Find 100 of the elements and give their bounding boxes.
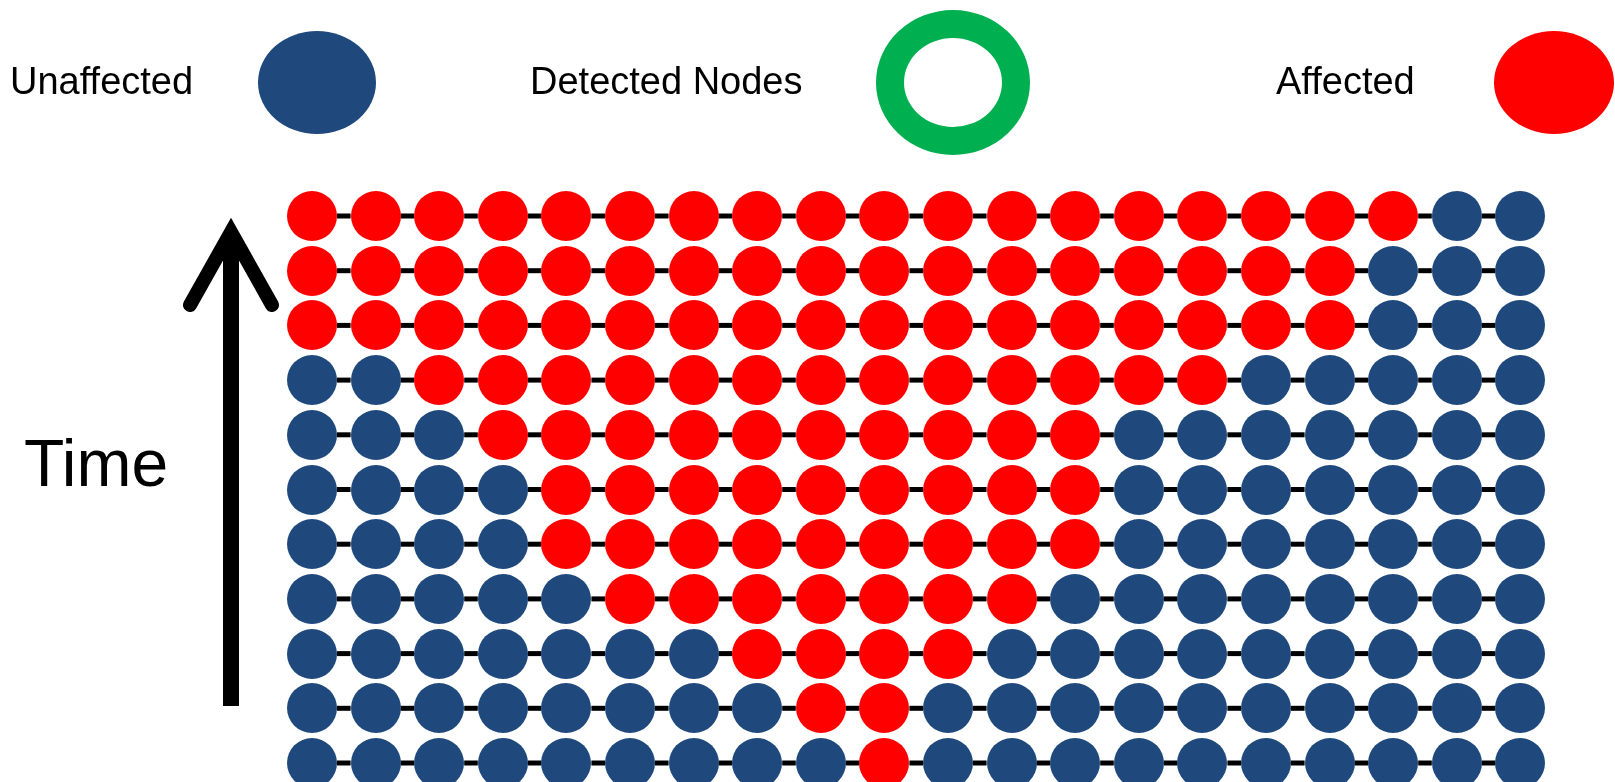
- connector-line: [1291, 487, 1305, 492]
- connector-line: [464, 651, 478, 657]
- legend-label: Unaffected: [10, 62, 194, 100]
- network-node-circle: [287, 519, 337, 570]
- connector-line: [1291, 651, 1305, 657]
- network-node-circle: [1241, 628, 1291, 679]
- connector-line: [591, 322, 605, 328]
- connector-line: [1036, 377, 1051, 383]
- connector-line: [1291, 705, 1305, 711]
- connector-line: [400, 322, 415, 328]
- connector-line: [718, 377, 733, 383]
- network-node-circle: [859, 738, 910, 782]
- connector-line: [1036, 651, 1051, 657]
- connector-line: [527, 596, 542, 602]
- connector-line: [400, 268, 415, 274]
- axis-label: Time: [24, 430, 169, 496]
- connector-line: [464, 541, 478, 547]
- connector-line: [464, 487, 478, 492]
- connector-line: [1100, 705, 1114, 711]
- network-node-circle: [287, 464, 337, 515]
- connector-line: [845, 651, 860, 657]
- connector-line: [718, 487, 733, 492]
- connector-line: [655, 487, 669, 492]
- connector-line: [1227, 487, 1241, 492]
- connector-line: [782, 432, 796, 438]
- connector-line: [1227, 705, 1241, 711]
- connector-line: [1036, 596, 1051, 602]
- network-node-circle: [1241, 355, 1291, 406]
- connector-line: [1036, 322, 1051, 328]
- connector-line: [1418, 487, 1432, 492]
- connector-line: [400, 213, 415, 219]
- connector-line: [718, 432, 733, 438]
- network-node-circle: [1304, 191, 1355, 241]
- connector-line: [1036, 705, 1051, 711]
- network-node-circle: [287, 245, 337, 296]
- connector-line: [1227, 541, 1241, 547]
- connector-line: [591, 541, 605, 547]
- connector-line: [909, 487, 923, 492]
- network-node-circle: [923, 628, 973, 679]
- connector-line: [1163, 322, 1178, 328]
- network-node-circle: [795, 191, 846, 241]
- network-node-circle: [1241, 464, 1291, 515]
- network-node-circle: [1113, 738, 1164, 782]
- connector-line: [591, 268, 605, 274]
- connector-line: [782, 322, 796, 328]
- connector-line: [782, 541, 796, 547]
- connector-line: [527, 760, 542, 766]
- network-node-circle: [1304, 738, 1355, 782]
- connector-line: [1227, 596, 1241, 602]
- connector-line: [845, 268, 860, 274]
- connector-line: [845, 541, 860, 547]
- network-node-circle: [923, 738, 973, 782]
- network-node-circle: [1241, 683, 1291, 734]
- connector-line: [845, 432, 860, 438]
- connector-line: [973, 705, 987, 711]
- connector-line: [337, 487, 351, 492]
- connector-line: [782, 596, 796, 602]
- connector-line: [909, 760, 923, 766]
- network-node-circle: [923, 573, 973, 624]
- network-node-circle: [1368, 191, 1419, 241]
- network-node-circle: [1241, 245, 1291, 296]
- connector-line: [464, 432, 478, 438]
- connector-line: [527, 268, 542, 274]
- connector-line: [1100, 651, 1114, 657]
- connector-line: [1291, 432, 1305, 438]
- connector-line: [400, 705, 415, 711]
- connector-line: [718, 268, 733, 274]
- network-node-circle: [605, 245, 655, 296]
- connector-line: [782, 268, 796, 274]
- connector-line: [591, 487, 605, 492]
- connector-line: [1354, 487, 1369, 492]
- connector-line: [1100, 213, 1114, 219]
- connector-line: [400, 487, 415, 492]
- connector-line: [464, 760, 478, 766]
- network-node-circle: [1241, 738, 1291, 782]
- connector-line: [1100, 268, 1114, 274]
- connector-line: [1163, 377, 1178, 383]
- connector-line: [909, 213, 923, 219]
- connector-line: [400, 432, 415, 438]
- connector-line: [655, 541, 669, 547]
- connector-line: [1163, 651, 1178, 657]
- network-node-circle: [923, 300, 973, 351]
- connector-line: [655, 213, 669, 219]
- connector-line: [591, 760, 605, 766]
- connector-line: [400, 596, 415, 602]
- connector-line: [591, 651, 605, 657]
- connector-line: [1163, 432, 1178, 438]
- network-node-circle: [287, 628, 337, 679]
- connector-line: [845, 487, 860, 492]
- connector-line: [591, 432, 605, 438]
- connector-line: [337, 377, 351, 383]
- connector-line: [655, 760, 669, 766]
- network-node-circle: [1241, 191, 1291, 241]
- connector-line: [527, 487, 542, 492]
- connector-line: [845, 760, 860, 766]
- connector-line: [1418, 268, 1432, 274]
- connector-line: [782, 760, 796, 766]
- network-node-circle: [1241, 573, 1291, 624]
- connector-line: [1163, 268, 1178, 274]
- network-node-circle: [1495, 191, 1546, 241]
